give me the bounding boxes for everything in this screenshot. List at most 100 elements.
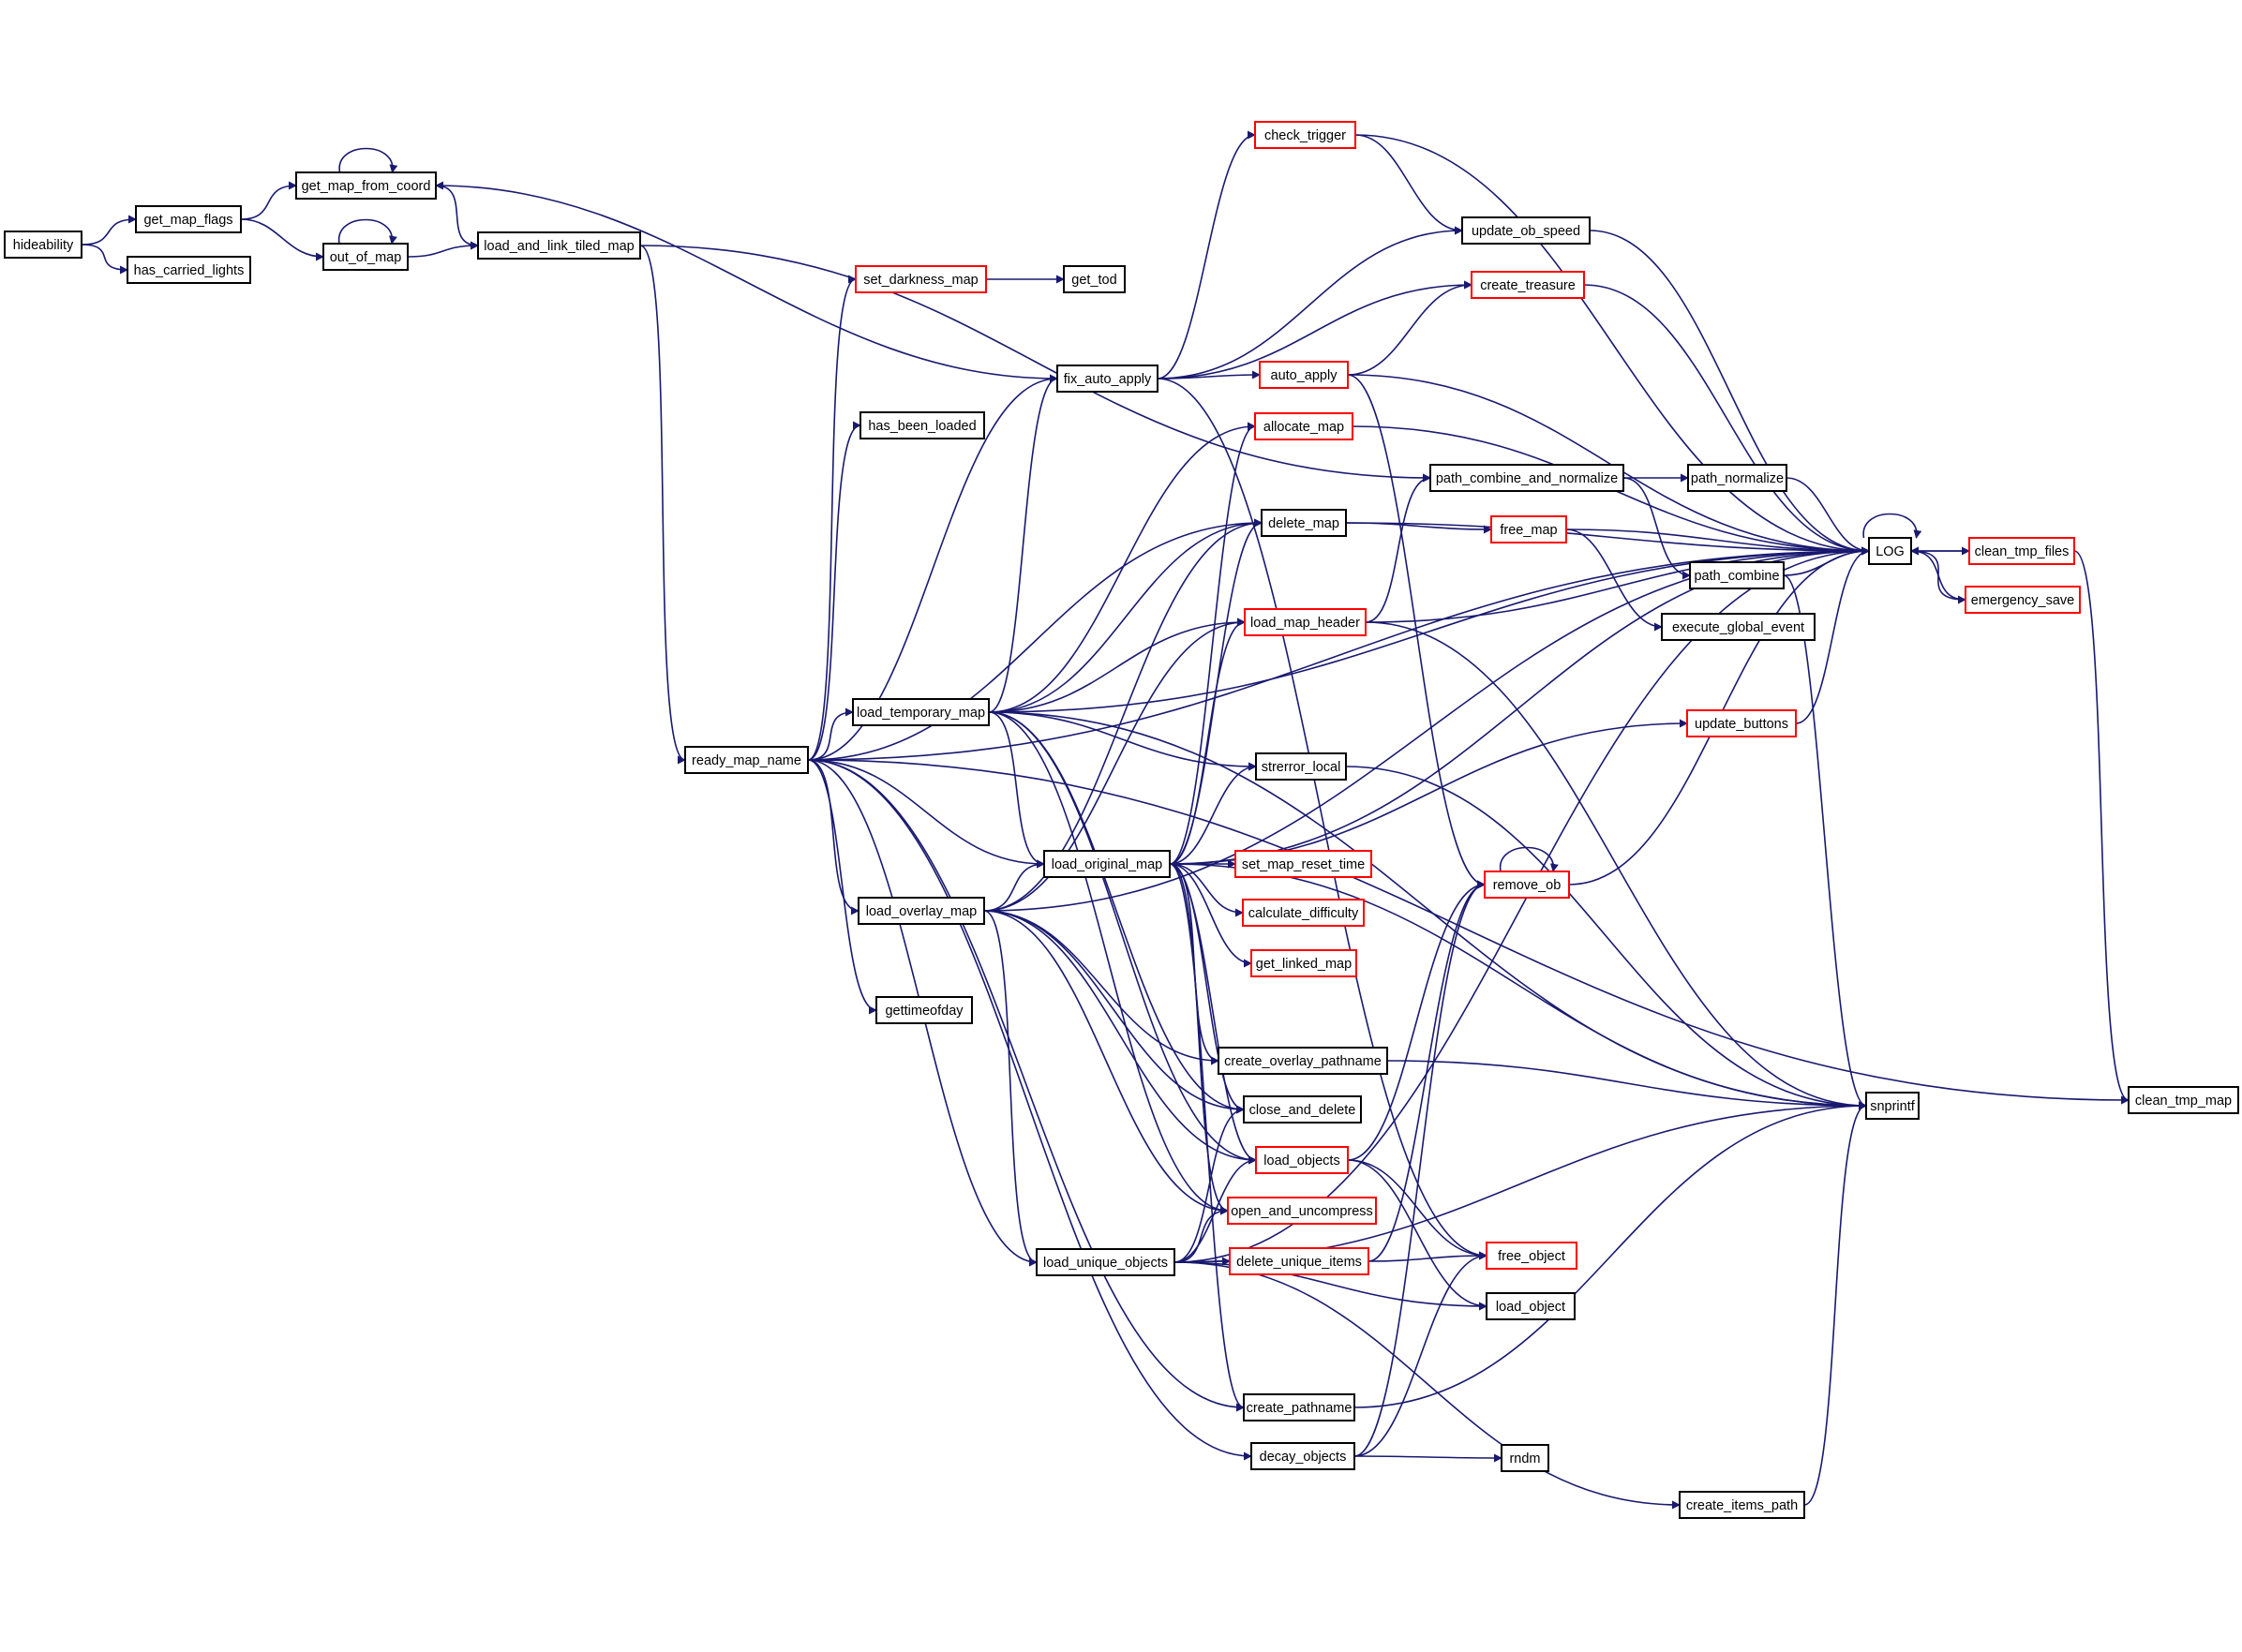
node-box-get_map_flags[interactable] <box>135 205 242 233</box>
node-box-path_normalize[interactable] <box>1687 464 1787 492</box>
node-box-load_object[interactable] <box>1486 1292 1576 1320</box>
node-fix_auto_apply[interactable]: fix_auto_apply <box>1056 365 1158 393</box>
node-box-check_trigger[interactable] <box>1254 121 1356 149</box>
node-clean_tmp_map[interactable]: clean_tmp_map <box>2128 1086 2239 1114</box>
node-box-calculate_difficulty[interactable] <box>1242 899 1365 927</box>
node-box-load_objects[interactable] <box>1255 1146 1349 1174</box>
node-load_original_map[interactable]: load_original_map <box>1043 850 1171 878</box>
node-box-delete_unique_items[interactable] <box>1229 1247 1369 1275</box>
node-create_treasure[interactable]: create_treasure <box>1471 271 1585 299</box>
node-get_map_flags[interactable]: get_map_flags <box>135 205 242 233</box>
node-close_and_delete[interactable]: close_and_delete <box>1243 1095 1362 1124</box>
node-emergency_save[interactable]: emergency_save <box>1965 586 2081 614</box>
node-LOG[interactable]: LOG <box>1868 537 1912 565</box>
node-box-load_map_header[interactable] <box>1244 608 1367 636</box>
node-box-open_and_uncompress[interactable] <box>1227 1197 1377 1225</box>
node-box-hideability[interactable] <box>4 231 82 259</box>
node-box-has_been_loaded[interactable] <box>859 411 985 439</box>
node-out_of_map[interactable]: out_of_map <box>322 243 409 271</box>
node-set_darkness_map[interactable]: set_darkness_map <box>855 265 987 293</box>
node-decay_objects[interactable]: decay_objects <box>1250 1442 1355 1470</box>
node-create_pathname[interactable]: create_pathname <box>1243 1393 1355 1421</box>
node-get_tod[interactable]: get_tod <box>1063 265 1126 293</box>
node-box-close_and_delete[interactable] <box>1243 1095 1362 1124</box>
node-auto_apply[interactable]: auto_apply <box>1259 361 1349 389</box>
node-hideability[interactable]: hideability <box>4 231 82 259</box>
node-box-execute_global_event[interactable] <box>1661 613 1816 641</box>
node-create_items_path[interactable]: create_items_path <box>1679 1491 1805 1519</box>
node-path_normalize[interactable]: path_normalize <box>1687 464 1787 492</box>
node-path_combine_and_normalize[interactable]: path_combine_and_normalize <box>1429 464 1624 492</box>
node-box-get_tod[interactable] <box>1063 265 1126 293</box>
node-clean_tmp_files[interactable]: clean_tmp_files <box>1968 537 2075 565</box>
node-open_and_uncompress[interactable]: open_and_uncompress <box>1227 1197 1377 1225</box>
node-calculate_difficulty[interactable]: calculate_difficulty <box>1242 899 1365 927</box>
node-box-get_linked_map[interactable] <box>1250 949 1357 977</box>
node-ready_map_name[interactable]: ready_map_name <box>684 746 809 774</box>
node-free_map[interactable]: free_map <box>1490 515 1567 543</box>
node-box-load_original_map[interactable] <box>1043 850 1171 878</box>
node-remove_ob[interactable]: remove_ob <box>1484 871 1570 899</box>
node-box-set_darkness_map[interactable] <box>855 265 987 293</box>
node-box-load_overlay_map[interactable] <box>858 897 985 925</box>
node-check_trigger[interactable]: check_trigger <box>1254 121 1356 149</box>
node-load_object[interactable]: load_object <box>1486 1292 1576 1320</box>
node-get_linked_map[interactable]: get_linked_map <box>1250 949 1357 977</box>
node-box-create_treasure[interactable] <box>1471 271 1585 299</box>
node-delete_unique_items[interactable]: delete_unique_items <box>1229 1247 1369 1275</box>
node-box-auto_apply[interactable] <box>1259 361 1349 389</box>
node-set_map_reset_time[interactable]: set_map_reset_time <box>1234 850 1372 878</box>
node-update_ob_speed[interactable]: update_ob_speed <box>1461 216 1591 245</box>
node-delete_map[interactable]: delete_map <box>1261 509 1347 537</box>
node-box-clean_tmp_files[interactable] <box>1968 537 2075 565</box>
node-load_objects[interactable]: load_objects <box>1255 1146 1349 1174</box>
node-allocate_map[interactable]: allocate_map <box>1254 412 1353 440</box>
node-load_overlay_map[interactable]: load_overlay_map <box>858 897 985 925</box>
node-load_temporary_map[interactable]: load_temporary_map <box>852 698 990 726</box>
node-box-load_temporary_map[interactable] <box>852 698 990 726</box>
node-box-remove_ob[interactable] <box>1484 871 1570 899</box>
node-has_carried_lights[interactable]: has_carried_lights <box>127 256 251 284</box>
node-box-free_map[interactable] <box>1490 515 1567 543</box>
node-box-load_unique_objects[interactable] <box>1036 1248 1175 1276</box>
node-box-emergency_save[interactable] <box>1965 586 2081 614</box>
node-update_buttons[interactable]: update_buttons <box>1686 709 1797 737</box>
node-load_unique_objects[interactable]: load_unique_objects <box>1036 1248 1175 1276</box>
node-box-out_of_map[interactable] <box>322 243 409 271</box>
node-box-LOG[interactable] <box>1868 537 1912 565</box>
node-box-set_map_reset_time[interactable] <box>1234 850 1372 878</box>
node-gettimeofday[interactable]: gettimeofday <box>875 996 973 1024</box>
node-box-strerror_local[interactable] <box>1255 752 1347 781</box>
node-box-create_pathname[interactable] <box>1243 1393 1355 1421</box>
node-box-create_overlay_pathname[interactable] <box>1218 1047 1388 1075</box>
node-box-fix_auto_apply[interactable] <box>1056 365 1158 393</box>
node-box-has_carried_lights[interactable] <box>127 256 251 284</box>
node-box-rndm[interactable] <box>1501 1444 1549 1472</box>
node-execute_global_event[interactable]: execute_global_event <box>1661 613 1816 641</box>
node-box-allocate_map[interactable] <box>1254 412 1353 440</box>
node-load_map_header[interactable]: load_map_header <box>1244 608 1367 636</box>
node-box-ready_map_name[interactable] <box>684 746 809 774</box>
node-box-load_and_link_tiled_map[interactable] <box>477 231 641 260</box>
node-load_and_link_tiled_map[interactable]: load_and_link_tiled_map <box>477 231 641 260</box>
node-strerror_local[interactable]: strerror_local <box>1255 752 1347 781</box>
node-box-decay_objects[interactable] <box>1250 1442 1355 1470</box>
node-has_been_loaded[interactable]: has_been_loaded <box>859 411 985 439</box>
node-box-snprintf[interactable] <box>1865 1092 1920 1120</box>
node-free_object[interactable]: free_object <box>1486 1242 1577 1270</box>
node-get_map_from_coord[interactable]: get_map_from_coord <box>295 171 437 200</box>
node-box-free_object[interactable] <box>1486 1242 1577 1270</box>
node-box-update_buttons[interactable] <box>1686 709 1797 737</box>
node-path_combine[interactable]: path_combine <box>1689 561 1785 589</box>
node-rndm[interactable]: rndm <box>1501 1444 1549 1472</box>
node-box-path_combine_and_normalize[interactable] <box>1429 464 1624 492</box>
node-snprintf[interactable]: snprintf <box>1865 1092 1920 1120</box>
node-box-create_items_path[interactable] <box>1679 1491 1805 1519</box>
node-box-get_map_from_coord[interactable] <box>295 171 437 200</box>
node-box-clean_tmp_map[interactable] <box>2128 1086 2239 1114</box>
node-box-update_ob_speed[interactable] <box>1461 216 1591 245</box>
node-box-delete_map[interactable] <box>1261 509 1347 537</box>
node-create_overlay_pathname[interactable]: create_overlay_pathname <box>1218 1047 1388 1075</box>
node-box-gettimeofday[interactable] <box>875 996 973 1024</box>
node-box-path_combine[interactable] <box>1689 561 1785 589</box>
